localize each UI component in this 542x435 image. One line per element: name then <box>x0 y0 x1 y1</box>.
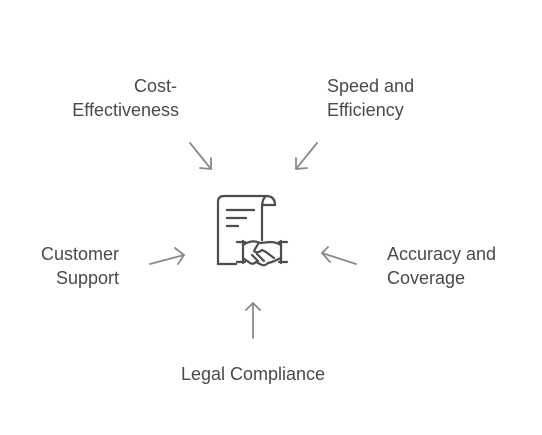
arrow-from-legal-compliance <box>245 302 261 339</box>
factor-legal-compliance: Legal Compliance <box>153 362 353 386</box>
arrow-from-accuracy-coverage <box>321 246 357 265</box>
arrow-from-customer-support <box>149 247 185 265</box>
factor-label-line: Legal Compliance <box>180 364 326 384</box>
contract-handshake-icon <box>216 194 289 267</box>
factor-label-line: Accuracy and <box>387 244 497 264</box>
factor-accuracy-coverage: Accuracy and Coverage <box>387 242 496 290</box>
factor-label-line: Support <box>55 268 119 288</box>
factor-label-line: Effectiveness <box>72 100 179 120</box>
factor-label-line: Customer <box>40 244 119 264</box>
factor-speed-efficiency: Speed and Efficiency <box>327 74 414 122</box>
factor-cost-effectiveness: Cost- Effectiveness <box>59 74 179 122</box>
factor-label-line: Speed and <box>327 76 415 96</box>
arrow-from-cost-effectiveness <box>189 142 212 170</box>
factor-customer-support: Customer Support <box>20 242 119 290</box>
factor-label-line: Efficiency <box>327 100 404 120</box>
factor-label-line: Cost- <box>133 76 177 96</box>
arrow-from-speed-efficiency <box>295 142 318 170</box>
factor-label-line: Coverage <box>387 268 466 288</box>
